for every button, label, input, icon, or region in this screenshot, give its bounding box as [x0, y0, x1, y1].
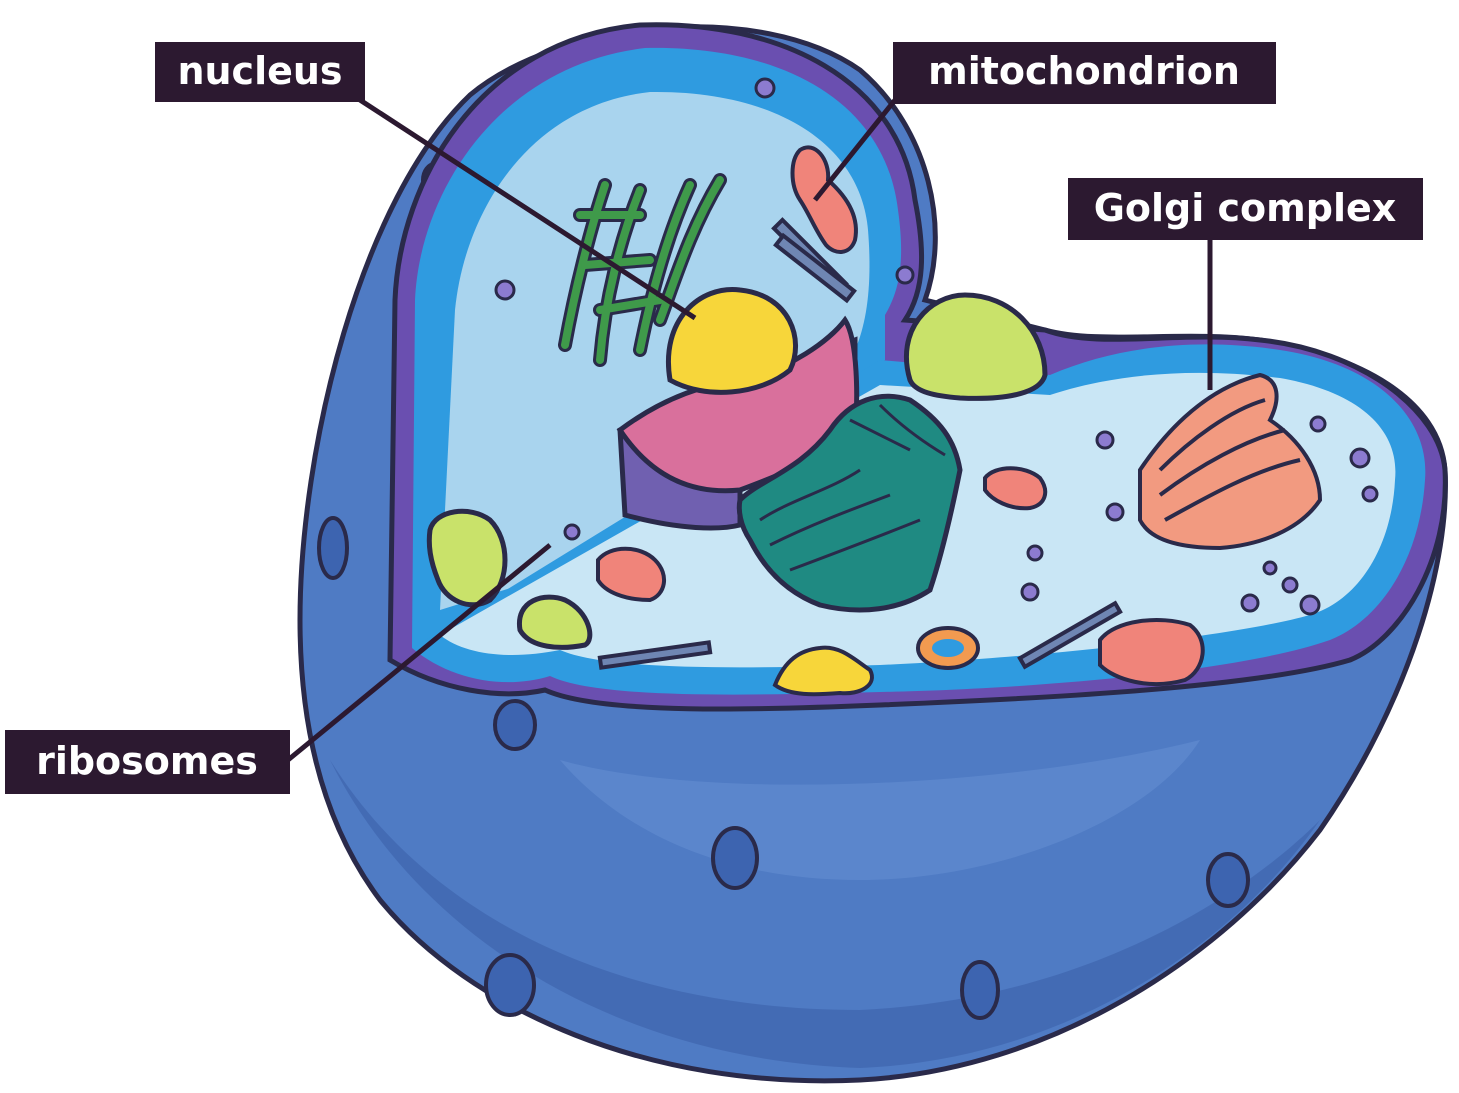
vesicle [1283, 578, 1297, 592]
label-ribosomes: ribosomes [5, 730, 290, 794]
membrane-pore [713, 828, 757, 888]
vesicle [897, 267, 913, 283]
vacuole [906, 295, 1045, 398]
vesicle [1311, 417, 1325, 431]
membrane-pore [319, 518, 347, 578]
label-nucleus: nucleus [155, 42, 365, 102]
lysosome-core [932, 639, 964, 657]
membrane-pore [486, 955, 534, 1015]
vesicle [1028, 546, 1042, 560]
vesicle [1301, 596, 1319, 614]
vesicle [756, 79, 774, 97]
vesicle [1351, 449, 1369, 467]
vesicle [1107, 504, 1123, 520]
vesicle [1363, 487, 1377, 501]
membrane-pore [962, 962, 998, 1018]
membrane-pore [1208, 854, 1248, 906]
label-ribosomes-text: ribosomes [36, 739, 258, 783]
vesicle [1264, 562, 1276, 574]
label-mitochondrion: mitochondrion [893, 42, 1276, 104]
label-mitochondrion-text: mitochondrion [928, 49, 1240, 93]
label-golgi-text: Golgi complex [1094, 186, 1397, 230]
mitochondrion [1100, 620, 1203, 684]
membrane-pore [495, 701, 535, 749]
vesicle [1022, 584, 1038, 600]
label-golgi: Golgi complex [1068, 178, 1423, 240]
label-nucleus-text: nucleus [177, 49, 342, 93]
vesicle [1097, 432, 1113, 448]
vesicle [1242, 595, 1258, 611]
vesicle [496, 281, 514, 299]
vesicle [565, 525, 579, 539]
